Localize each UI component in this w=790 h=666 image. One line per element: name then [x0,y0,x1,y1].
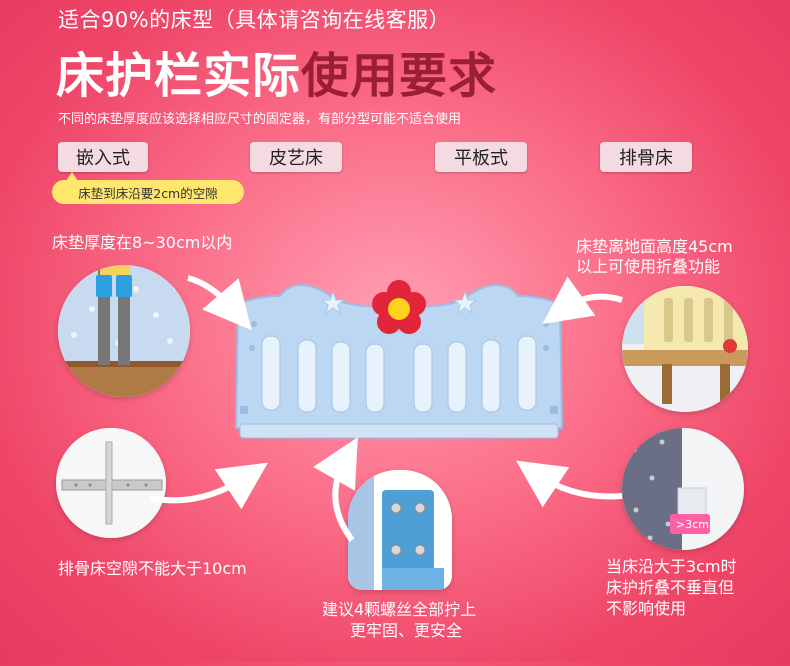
label-screws-1: 建议4颗螺丝全部拧上 [322,600,477,619]
gap-note: 床垫到床沿要2cm的空隙 [52,180,244,204]
label-bed-edge-3: 不影响使用 [606,599,687,618]
arrow-top-right [542,276,623,324]
photo-mattress-straps [58,265,190,397]
bed-type-tag-flat: 平板式 [435,142,527,172]
photo-screw-plate [348,470,452,590]
photo-slat-bracket [56,428,166,538]
page-title-white: 床护栏实际 [56,48,302,104]
bed-type-tag-leather: 皮艺床 [250,142,342,172]
bed-type-tag-embedded: 嵌入式 [58,142,148,172]
gap-badge: >3cm [676,518,709,531]
page-title-red: 使用要求 [301,48,498,104]
flower-icon [372,280,426,334]
photo-bed-edge-gap: >3cm [622,428,744,550]
label-mattress-thickness: 床垫厚度在8~30cm以内 [52,233,233,252]
photo-folded-rail [622,286,748,412]
bed-type-tag-slatted: 排骨床 [600,142,692,172]
label-bed-edge-2: 床护折叠不垂直但 [606,578,735,597]
bed-rail-illustration [228,278,570,444]
note-pointer [66,172,78,181]
label-bed-edge-1: 当床沿大于3cm时 [606,557,737,576]
arrow-bottom-right [516,460,623,508]
label-slat-gap: 排骨床空隙不能大于10cm [58,559,247,578]
label-screws-2: 更牢固、更安全 [350,621,463,640]
header-description: 不同的床垫厚度应该选择相应尺寸的固定器，有部分型可能不适合使用 [58,112,462,127]
page-title: 床护栏实际使用要求 [56,36,497,106]
label-mattress-height-2: 以上可使用折叠功能 [576,257,721,276]
label-mattress-height-1: 床垫离地面高度45cm [576,237,733,256]
header-subtitle: 适合90%的床型（具体请咨询在线客服） [58,8,451,32]
